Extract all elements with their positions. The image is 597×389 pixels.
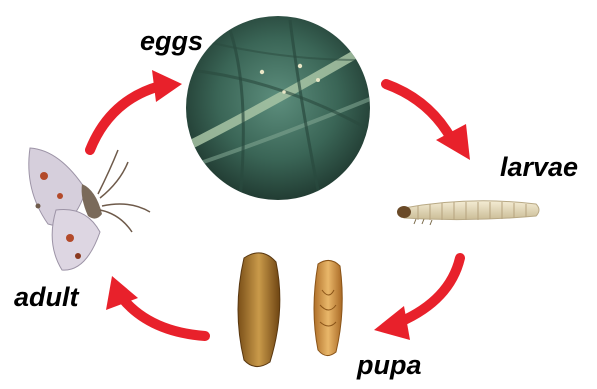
label-pupa: pupa — [357, 350, 422, 381]
label-eggs: eggs — [140, 26, 203, 57]
arrow-pupa-to-adult — [106, 276, 205, 336]
eggs-leaf-image — [180, 16, 380, 200]
label-adult: adult — [14, 282, 79, 313]
label-larvae: larvae — [500, 152, 578, 183]
arrow-adult-to-eggs — [90, 70, 182, 150]
arrow-eggs-to-larvae — [386, 84, 470, 160]
arrow-larvae-to-pupa — [374, 258, 460, 340]
adult-moth-image — [29, 148, 150, 270]
larva-image — [397, 201, 539, 225]
pupa-image — [238, 253, 342, 367]
